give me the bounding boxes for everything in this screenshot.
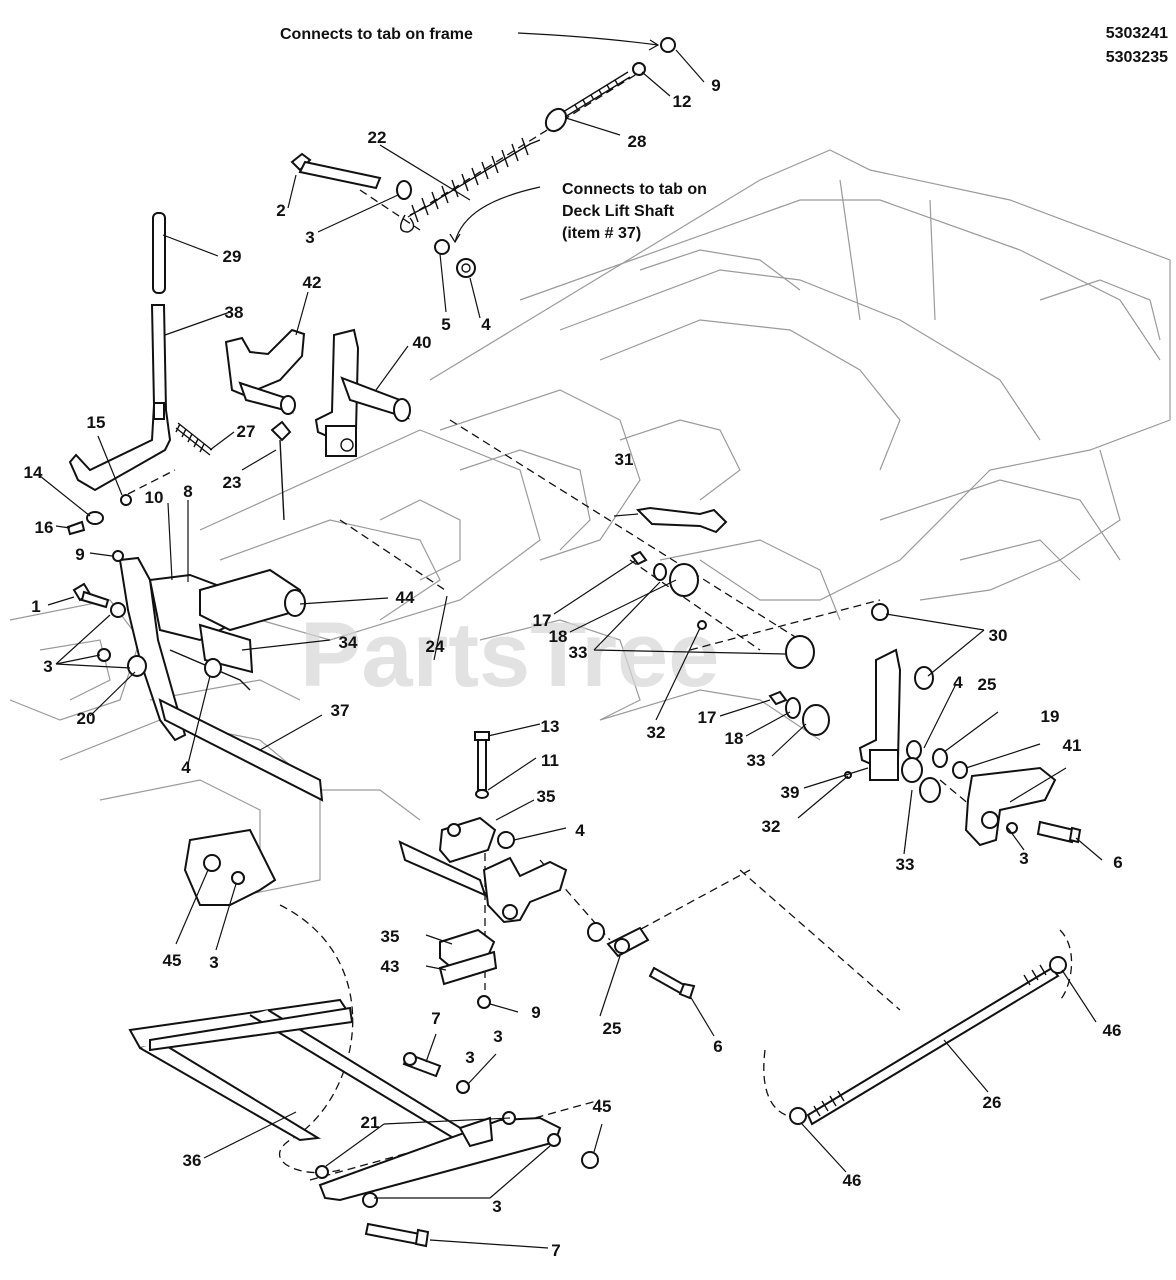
deck-frame (128, 998, 599, 1248)
callout[interactable]: 40 (413, 333, 432, 352)
callout[interactable]: 3 (492, 1197, 501, 1216)
right-lift-assembly (768, 648, 1082, 847)
watermark: PartsTree (300, 604, 719, 706)
left-plate (183, 828, 277, 906)
callout[interactable]: 26 (983, 1093, 1002, 1112)
callout[interactable]: 34 (339, 633, 358, 652)
lift-lever (66, 212, 172, 536)
callout[interactable]: 9 (531, 1003, 540, 1022)
spring-assembly (400, 37, 676, 233)
note-deck-lift-line-2: Deck Lift Shaft (562, 203, 675, 220)
callout[interactable]: 46 (843, 1171, 862, 1190)
note-deck-lift-line-3: (item # 37) (562, 225, 641, 242)
callout[interactable]: 27 (237, 422, 256, 441)
callout[interactable]: 15 (87, 413, 106, 432)
callout[interactable]: 35 (537, 787, 556, 806)
brackets-42-40 (224, 328, 411, 457)
callout[interactable]: 16 (35, 518, 54, 537)
callout[interactable]: 6 (1113, 853, 1122, 872)
callout[interactable]: 17 (533, 611, 552, 630)
callout[interactable]: 21 (361, 1113, 380, 1132)
callout[interactable]: 30 (989, 626, 1008, 645)
rod-26 (789, 956, 1067, 1126)
callout[interactable]: 33 (896, 855, 915, 874)
callout[interactable]: 12 (673, 92, 692, 111)
callout[interactable]: 2 (276, 201, 285, 220)
callout[interactable]: 17 (698, 708, 717, 727)
callout[interactable]: 14 (24, 463, 43, 482)
callout[interactable]: 25 (603, 1019, 622, 1038)
callout[interactable]: 46 (1103, 1021, 1122, 1040)
callout[interactable]: 7 (551, 1241, 560, 1260)
callout[interactable]: 6 (713, 1037, 722, 1056)
callout[interactable]: 3 (209, 953, 218, 972)
left-lift-assembly (72, 550, 324, 802)
callout[interactable]: 19 (1041, 707, 1060, 726)
callout[interactable]: 32 (762, 817, 781, 836)
callout[interactable]: 3 (305, 228, 314, 247)
callout[interactable]: 36 (183, 1151, 202, 1170)
callout[interactable]: 44 (396, 588, 415, 607)
callout[interactable]: 39 (781, 783, 800, 802)
callout[interactable]: 32 (647, 723, 666, 742)
callout[interactable]: 18 (549, 627, 568, 646)
callout[interactable]: 4 (181, 758, 191, 777)
callout[interactable]: 10 (145, 488, 164, 507)
part-number-1: 5303241 (1106, 25, 1168, 42)
part-number-2: 5303235 (1106, 49, 1168, 66)
center-lower-hardware (398, 731, 568, 1009)
callout[interactable]: 20 (77, 709, 96, 728)
callout[interactable]: 7 (431, 1009, 440, 1028)
callout[interactable]: 22 (368, 128, 387, 147)
callout[interactable]: 9 (75, 545, 84, 564)
part-numbers: 5303241 5303235 (1106, 25, 1168, 66)
callout[interactable]: 1 (31, 597, 40, 616)
leader-lines (39, 49, 1103, 1249)
callout[interactable]: 18 (725, 729, 744, 748)
callout[interactable]: 4 (575, 821, 585, 840)
notes: Connects to tab on frame Connects to tab… (280, 26, 707, 242)
callout[interactable]: 3 (493, 1027, 502, 1046)
top-hardware (290, 152, 476, 278)
callout[interactable]: 3 (465, 1048, 474, 1067)
callout[interactable]: 28 (628, 132, 647, 151)
note-frame-tab: Connects to tab on frame (280, 26, 473, 43)
callout[interactable]: 11 (541, 751, 559, 770)
callout[interactable]: 4 (953, 673, 963, 692)
callout[interactable]: 38 (225, 303, 244, 322)
lower-link (587, 922, 696, 1000)
callout[interactable]: 9 (711, 76, 720, 95)
callout[interactable]: 3 (1019, 849, 1028, 868)
callout[interactable]: 29 (223, 247, 242, 266)
callout[interactable]: 43 (381, 957, 400, 976)
callout[interactable]: 3 (43, 657, 52, 676)
callout[interactable]: 4 (481, 315, 491, 334)
callout[interactable]: 8 (183, 482, 192, 501)
callout[interactable]: 13 (541, 717, 560, 736)
callout[interactable]: 24 (426, 637, 445, 656)
callout[interactable]: 5 (441, 315, 450, 334)
callout[interactable]: 25 (978, 675, 997, 694)
center-pivot (630, 506, 934, 690)
note-deck-lift-line-1: Connects to tab on (562, 181, 707, 198)
callout[interactable]: 23 (223, 473, 242, 492)
callout[interactable]: 37 (331, 701, 350, 720)
spring-27 (175, 420, 292, 521)
callouts: 1 2 3 3 3 3 3 3 3 4 4 4 4 5 6 6 7 7 8 9 … (24, 76, 1123, 1260)
callout[interactable]: 42 (303, 273, 322, 292)
callout[interactable]: 45 (593, 1097, 612, 1116)
callout[interactable]: 41 (1063, 736, 1082, 755)
callout[interactable]: 35 (381, 927, 400, 946)
callout[interactable]: 45 (163, 951, 182, 970)
callout[interactable]: 33 (747, 751, 766, 770)
note-arrows (449, 32, 660, 244)
callout[interactable]: 31 (615, 450, 634, 469)
callout[interactable]: 33 (569, 643, 588, 662)
